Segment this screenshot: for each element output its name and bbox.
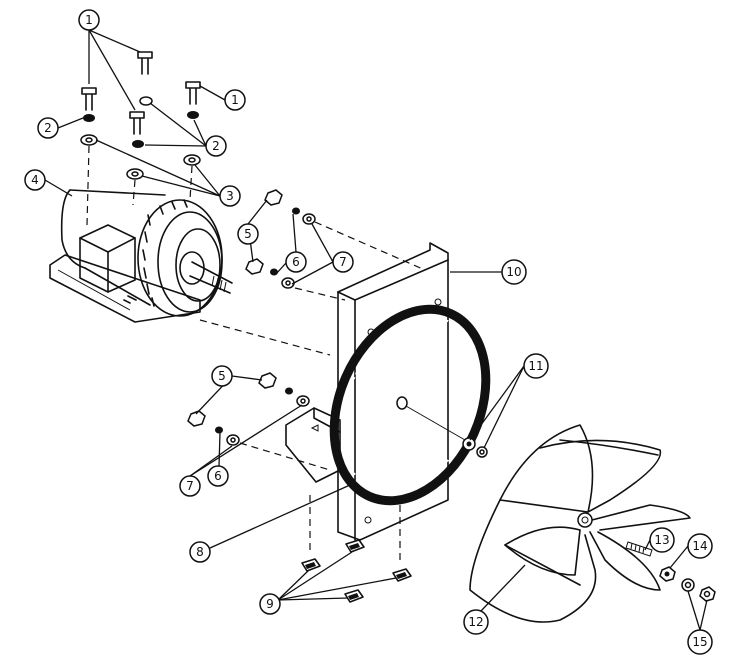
callout-15: 15: [687, 629, 713, 655]
callout-1a: 1: [78, 9, 100, 31]
motor: [49, 189, 233, 323]
fan-ring: [329, 304, 491, 506]
bolt-dashed-paths: [86, 145, 193, 226]
motor-mount-bolts: [81, 51, 201, 135]
svg-text:15: 15: [692, 635, 707, 649]
callout-6b: 6: [207, 465, 229, 487]
svg-text:7: 7: [339, 255, 347, 269]
svg-text:5: 5: [218, 369, 226, 383]
lower-hardware: [187, 372, 331, 471]
svg-text:1: 1: [231, 93, 239, 107]
svg-text:13: 13: [654, 533, 669, 547]
callout-13: 13: [649, 527, 675, 553]
svg-text:7: 7: [186, 479, 194, 493]
callout-14: 14: [687, 533, 713, 559]
svg-text:8: 8: [196, 545, 204, 559]
svg-text:6: 6: [214, 469, 222, 483]
svg-text:4: 4: [31, 173, 39, 187]
svg-text:2: 2: [44, 121, 52, 135]
lockwashers: [83, 96, 199, 148]
ring-washers: [462, 437, 488, 458]
svg-text:10: 10: [506, 265, 521, 279]
callout-11: 11: [523, 353, 549, 379]
callout-1b: 1: [224, 89, 246, 111]
upper-hardware: [199, 189, 426, 356]
callout-12: 12: [463, 609, 489, 635]
callout-5b: 5: [211, 365, 233, 387]
svg-text:2: 2: [212, 139, 220, 153]
svg-text:3: 3: [226, 189, 234, 203]
callout-3: 3: [219, 185, 241, 207]
callout-5a: 5: [237, 223, 259, 245]
svg-text:5: 5: [244, 227, 252, 241]
clip-nuts: [301, 539, 412, 603]
svg-text:1: 1: [85, 13, 93, 27]
callout-2b: 2: [205, 135, 227, 157]
svg-text:6: 6: [292, 255, 300, 269]
callout-2a: 2: [37, 117, 59, 139]
flat-washers: [80, 134, 201, 180]
svg-text:11: 11: [528, 359, 543, 373]
callout-9: 9: [259, 593, 281, 615]
mounting-bracket: [285, 242, 449, 560]
callout-10: 10: [501, 259, 527, 285]
callout-8: 8: [189, 541, 211, 563]
callout-7b: 7: [179, 475, 201, 497]
callout-4: 4: [24, 169, 46, 191]
svg-text:12: 12: [468, 615, 483, 629]
leader-lines: [44, 29, 708, 631]
svg-text:14: 14: [692, 539, 707, 553]
svg-text:9: 9: [266, 597, 274, 611]
fan-blade: [469, 424, 691, 623]
callout-6a: 6: [285, 251, 307, 273]
callout-7a: 7: [332, 251, 354, 273]
